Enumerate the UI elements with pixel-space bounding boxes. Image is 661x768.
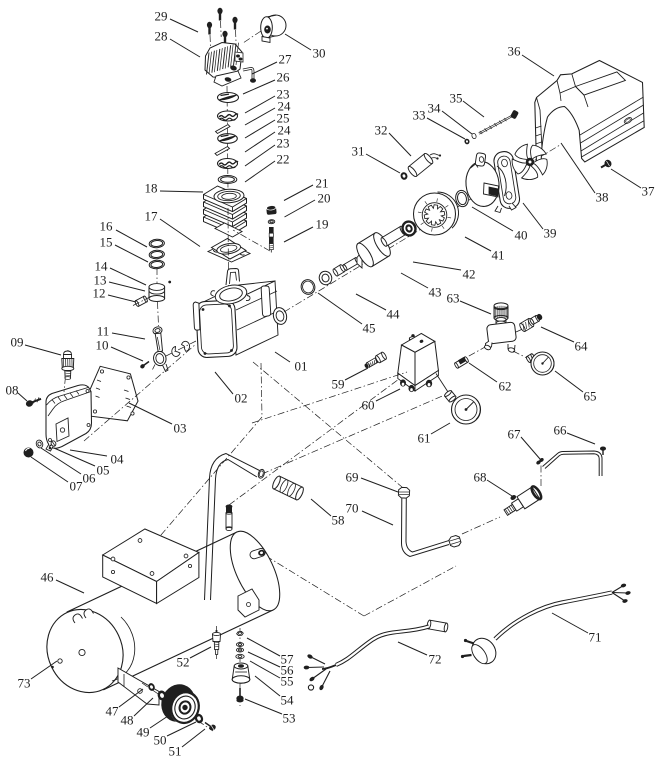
svg-text:06: 06 [83, 471, 97, 486]
svg-text:54: 54 [281, 693, 295, 708]
svg-text:55: 55 [281, 674, 294, 689]
svg-text:01: 01 [295, 359, 308, 374]
svg-text:70: 70 [346, 501, 359, 516]
svg-text:08: 08 [6, 383, 19, 398]
svg-text:12: 12 [93, 286, 106, 301]
svg-text:20: 20 [318, 191, 331, 206]
svg-text:42: 42 [463, 267, 476, 282]
svg-text:39: 39 [544, 226, 557, 241]
svg-text:04: 04 [111, 452, 125, 467]
svg-text:29: 29 [155, 9, 168, 24]
svg-text:58: 58 [332, 513, 345, 528]
svg-text:46: 46 [41, 570, 55, 585]
svg-text:35: 35 [450, 91, 463, 106]
svg-text:19: 19 [316, 217, 329, 232]
svg-text:71: 71 [589, 630, 602, 645]
svg-text:32: 32 [375, 123, 388, 138]
svg-text:05: 05 [97, 463, 110, 478]
svg-text:40: 40 [515, 228, 528, 243]
svg-text:59: 59 [332, 377, 345, 392]
svg-text:64: 64 [575, 339, 589, 354]
svg-text:13: 13 [94, 273, 107, 288]
svg-text:07: 07 [70, 479, 84, 494]
svg-text:36: 36 [508, 44, 522, 59]
svg-text:21: 21 [316, 176, 329, 191]
svg-text:23: 23 [277, 136, 290, 151]
svg-text:23: 23 [277, 87, 290, 102]
svg-text:61: 61 [418, 431, 431, 446]
svg-text:31: 31 [352, 144, 365, 159]
svg-text:62: 62 [499, 379, 512, 394]
svg-text:17: 17 [145, 209, 159, 224]
svg-text:27: 27 [279, 52, 293, 67]
svg-text:33: 33 [413, 108, 426, 123]
svg-text:44: 44 [387, 307, 401, 322]
svg-text:73: 73 [18, 676, 31, 691]
svg-text:24: 24 [278, 123, 292, 138]
svg-text:53: 53 [283, 711, 296, 726]
svg-text:24: 24 [278, 99, 292, 114]
svg-text:67: 67 [508, 427, 522, 442]
svg-text:66: 66 [554, 423, 568, 438]
svg-text:16: 16 [100, 219, 114, 234]
svg-text:48: 48 [121, 713, 134, 728]
svg-text:03: 03 [174, 421, 187, 436]
svg-text:57: 57 [281, 652, 295, 667]
svg-text:43: 43 [429, 285, 442, 300]
svg-text:02: 02 [235, 391, 248, 406]
svg-text:72: 72 [429, 652, 442, 667]
svg-text:25: 25 [277, 111, 290, 126]
svg-text:37: 37 [642, 184, 656, 199]
svg-text:11: 11 [97, 324, 110, 339]
svg-text:47: 47 [106, 704, 120, 719]
svg-text:68: 68 [474, 470, 487, 485]
svg-text:63: 63 [447, 291, 460, 306]
svg-text:15: 15 [100, 235, 113, 250]
svg-text:45: 45 [363, 321, 376, 336]
svg-text:49: 49 [137, 725, 150, 740]
svg-text:18: 18 [145, 181, 158, 196]
svg-text:60: 60 [362, 398, 375, 413]
svg-text:38: 38 [596, 190, 609, 205]
svg-text:51: 51 [169, 744, 182, 759]
svg-text:26: 26 [277, 70, 291, 85]
svg-text:69: 69 [346, 470, 359, 485]
svg-text:65: 65 [584, 389, 597, 404]
svg-text:22: 22 [277, 152, 290, 167]
svg-text:50: 50 [154, 733, 167, 748]
svg-text:14: 14 [95, 259, 109, 274]
svg-text:34: 34 [428, 101, 442, 116]
svg-text:52: 52 [177, 655, 190, 670]
svg-text:41: 41 [492, 248, 505, 263]
svg-text:56: 56 [281, 663, 295, 678]
svg-text:09: 09 [11, 335, 24, 350]
svg-text:10: 10 [96, 338, 109, 353]
svg-text:30: 30 [313, 46, 326, 61]
svg-text:28: 28 [155, 29, 168, 44]
